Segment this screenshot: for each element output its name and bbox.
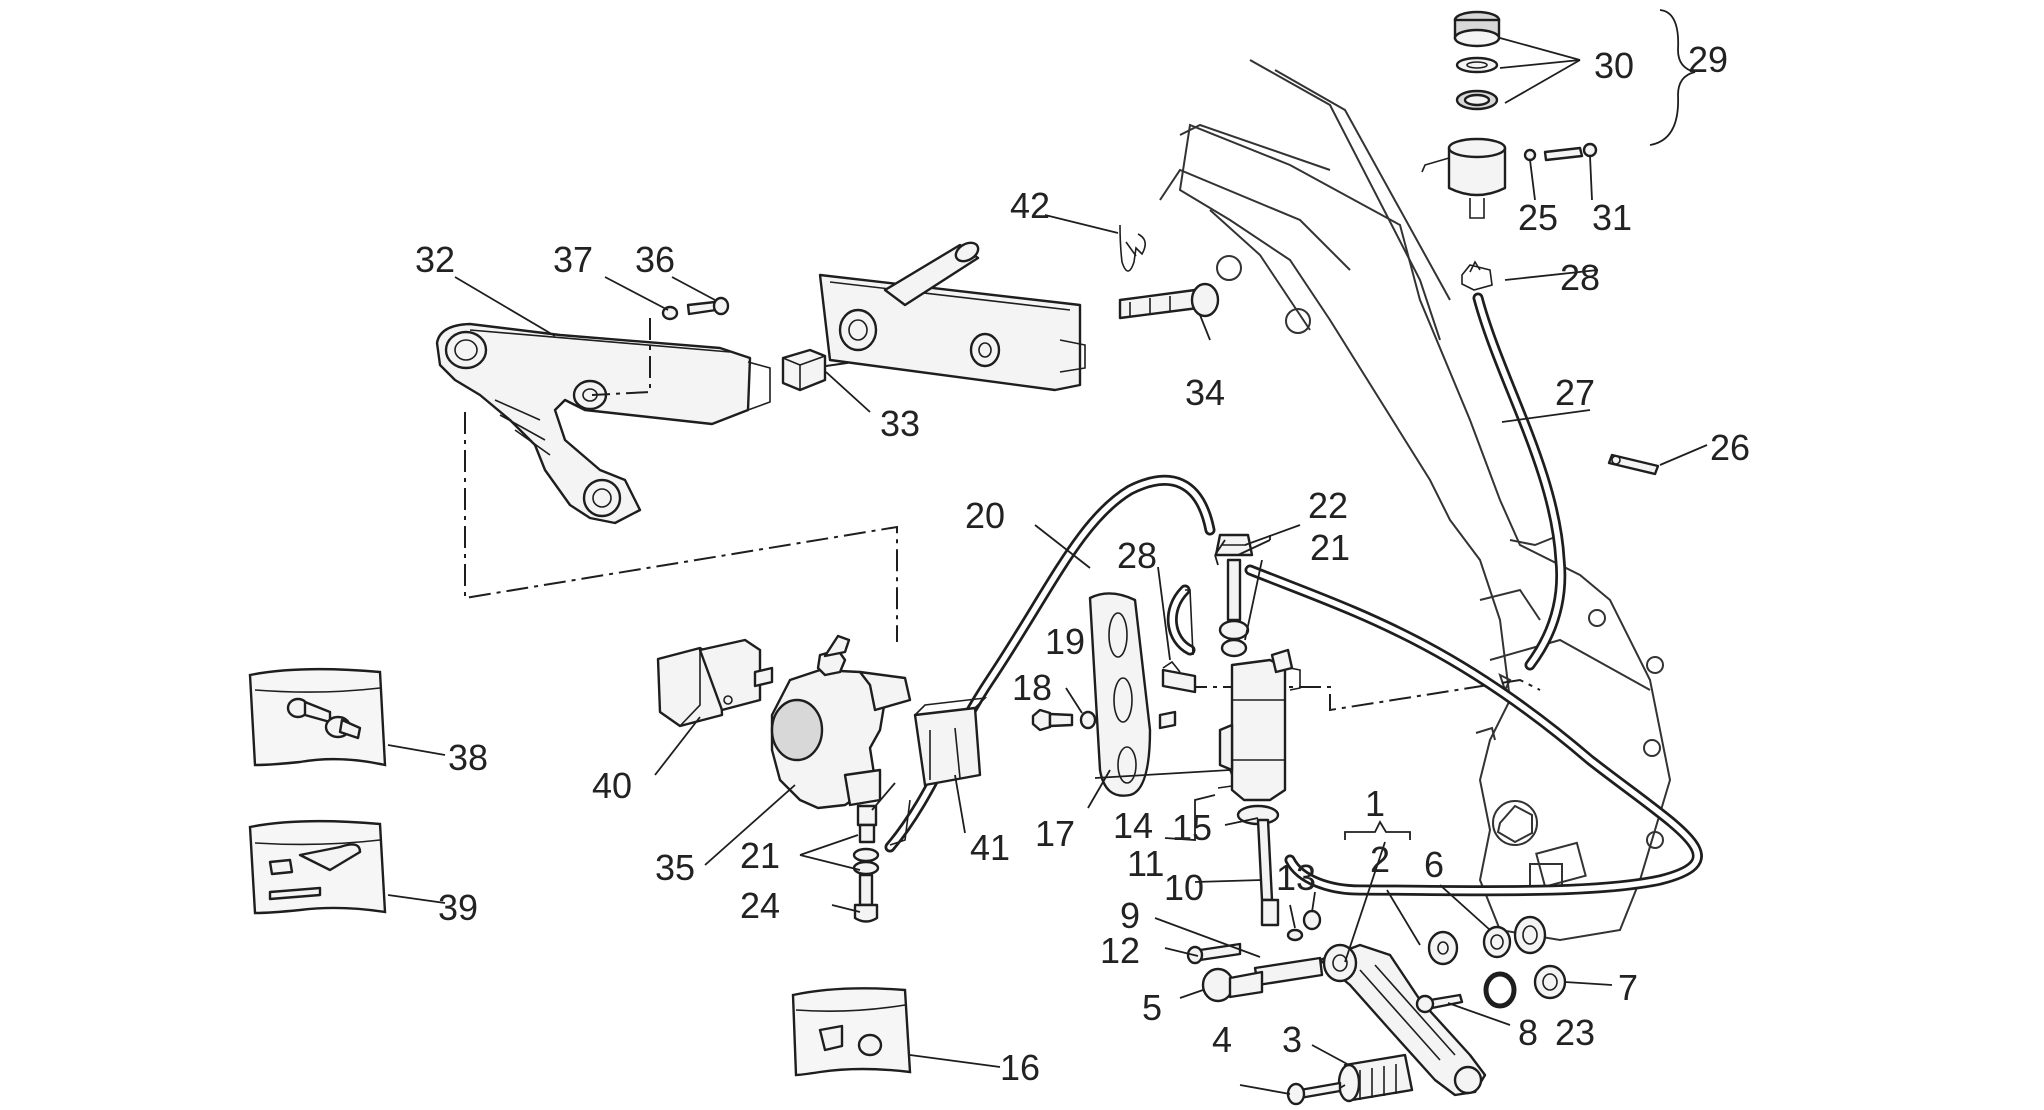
- callout-19: 19: [1045, 621, 1085, 662]
- reservoir-assembly: [1421, 10, 1598, 291]
- callout-42: 42: [1010, 185, 1050, 226]
- callout-16: 16: [1000, 1047, 1040, 1088]
- callout-30: 30: [1594, 45, 1634, 86]
- callout-39: 39: [438, 887, 478, 928]
- callout-28-top: 28: [1560, 257, 1600, 298]
- callout-1: 1: [1365, 783, 1385, 824]
- callout-18: 18: [1012, 667, 1052, 708]
- master-cylinder: [1214, 533, 1301, 927]
- callout-11: 11: [1127, 843, 1164, 884]
- heel-guard: [1088, 592, 1152, 797]
- callout-15: 15: [1172, 807, 1212, 848]
- mounting-bracket: [818, 241, 1086, 392]
- kit-bag-38: [248, 667, 387, 767]
- callout-26: 26: [1710, 427, 1750, 468]
- callout-31: 31: [1592, 197, 1632, 238]
- callout-29: 29: [1688, 39, 1728, 80]
- callout-41: 41: [970, 827, 1010, 868]
- callout-27: 27: [1555, 372, 1595, 413]
- callout-24: 24: [740, 885, 780, 926]
- callout-13: 13: [1276, 857, 1316, 898]
- callout-34: 34: [1185, 372, 1225, 413]
- callout-3: 3: [1282, 1019, 1302, 1060]
- callout-25: 25: [1518, 197, 1558, 238]
- callout-20: 20: [965, 495, 1005, 536]
- footrest-plate: [435, 322, 771, 525]
- callout-12: 12: [1100, 930, 1140, 971]
- callout-17: 17: [1035, 813, 1075, 854]
- kit-bag-39: [248, 819, 387, 915]
- callout-36: 36: [635, 239, 675, 280]
- kit-bag-16: [791, 987, 912, 1077]
- callout-21-caliper: 21: [740, 835, 780, 876]
- callout-40: 40: [592, 765, 632, 806]
- callout-labels: 1 2 3 4 5 6 7 8 9 10 11 12 13 14 15 16 1…: [415, 39, 1750, 1088]
- callout-2: 2: [1370, 839, 1390, 880]
- callout-33: 33: [880, 403, 920, 444]
- callout-37: 37: [553, 239, 593, 280]
- callout-21-master: 21: [1310, 527, 1350, 568]
- callout-5: 5: [1142, 987, 1162, 1028]
- callout-8: 8: [1518, 1012, 1538, 1053]
- callout-6: 6: [1424, 844, 1444, 885]
- callout-10: 10: [1164, 867, 1204, 908]
- leader-lines: [387, 9, 1708, 1095]
- callout-35: 35: [655, 847, 695, 888]
- frame-section: [1159, 59, 1672, 942]
- callout-28-mid: 28: [1117, 535, 1157, 576]
- brake-caliper: [770, 634, 912, 923]
- callout-7: 7: [1618, 967, 1638, 1008]
- callout-14: 14: [1113, 805, 1153, 846]
- callout-23: 23: [1555, 1012, 1595, 1053]
- callout-22: 22: [1308, 485, 1348, 526]
- callout-32: 32: [415, 239, 455, 280]
- callout-9: 9: [1120, 895, 1140, 936]
- callout-4: 4: [1212, 1019, 1232, 1060]
- callout-38: 38: [448, 737, 488, 778]
